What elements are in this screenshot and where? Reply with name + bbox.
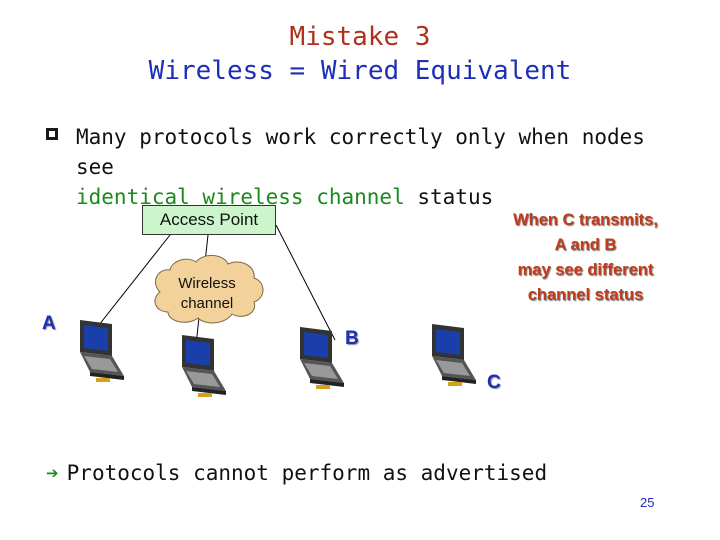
- bullet-text-part1: Many protocols work correctly only when …: [76, 125, 645, 179]
- cloud-label-line2: channel: [180, 295, 234, 312]
- callout-text: When C transmits, A and B may see differ…: [488, 208, 683, 308]
- bullet-text: Many protocols work correctly only when …: [76, 122, 686, 212]
- bullet-text-part3: status: [404, 185, 494, 209]
- node-label-a: A: [42, 313, 56, 334]
- callout-line1: When C transmits,: [513, 211, 658, 229]
- bullet-marker-icon: [46, 128, 58, 140]
- bullet-item: Many protocols work correctly only when …: [46, 122, 686, 212]
- laptop-icon: [182, 335, 226, 397]
- slide-title-line1: Mistake 3: [289, 22, 431, 52]
- wireless-cloud-icon: [154, 255, 264, 324]
- page-number: 25: [640, 495, 655, 510]
- laptop-icon: [80, 320, 124, 382]
- laptop-icon: [432, 324, 476, 386]
- link-ap-to-b: [275, 224, 336, 341]
- callout-line4: channel status: [527, 286, 644, 304]
- conclusion-line: ➔ Protocols cannot perform as advertised: [46, 461, 547, 485]
- slide-title-line2: Wireless = Wired Equivalent: [148, 56, 572, 86]
- cloud-label-line1: Wireless: [178, 275, 236, 292]
- conclusion-text: Protocols cannot perform as advertised: [66, 461, 548, 485]
- laptop-icon: [300, 327, 344, 389]
- wireless-channel-label: Wireless channel: [155, 274, 259, 314]
- link-ap-to-a: [94, 234, 171, 331]
- right-arrow-icon: ➔: [46, 461, 59, 485]
- access-point-box: Access Point: [142, 205, 276, 235]
- callout-line3: may see different: [517, 261, 654, 279]
- node-label-b: B: [345, 328, 359, 349]
- node-label-c: C: [487, 372, 501, 393]
- callout-line2: A and B: [554, 236, 617, 254]
